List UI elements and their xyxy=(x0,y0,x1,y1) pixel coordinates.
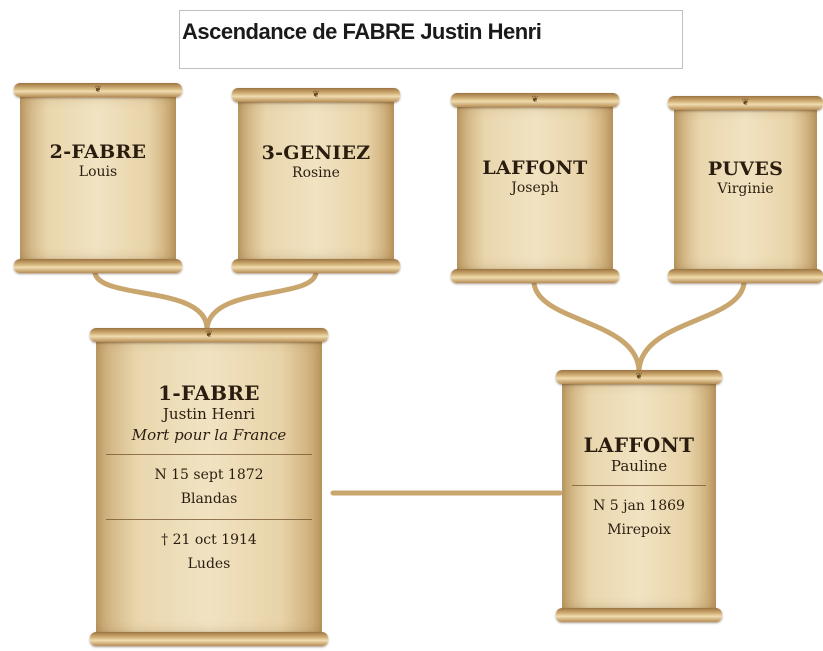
divider xyxy=(572,485,706,486)
ornament-icon: ❦ xyxy=(94,85,102,95)
person-card-1-fabre: ❦ 1-FABRE Justin Henri Mort pour la Fran… xyxy=(90,328,328,646)
death-place: Ludes xyxy=(187,556,231,572)
title-box: Ascendance de FABRE Justin Henri xyxy=(179,10,683,69)
page-title: Ascendance de FABRE Justin Henri xyxy=(182,19,542,44)
ornament-icon: ❦ xyxy=(312,90,320,100)
person-surname: PUVES xyxy=(707,158,784,180)
person-card-2-fabre: ❦ 2-FABRE Louis xyxy=(14,83,182,273)
connector-father-2 xyxy=(92,270,210,331)
person-given-name: Justin Henri xyxy=(162,405,256,423)
birth-place: Mirepoix xyxy=(607,522,671,538)
ornament-icon: ❦ xyxy=(741,98,750,108)
person-surname: 2-FABRE xyxy=(49,141,147,163)
person-surname: LAFFONT xyxy=(583,433,695,457)
person-given-name: Pauline xyxy=(610,457,668,475)
person-card-laffont-joseph: ❦ LAFFONT Joseph xyxy=(451,93,619,283)
person-surname: LAFFONT xyxy=(482,157,588,179)
birth-place: Blandas xyxy=(180,491,238,507)
divider xyxy=(106,519,312,520)
person-given-name: Virginie xyxy=(717,181,774,197)
person-note: Mort pour la France xyxy=(131,426,287,444)
divider xyxy=(106,454,312,455)
birth-date: N 15 sept 1872 xyxy=(154,467,264,483)
person-given-name: Louis xyxy=(78,164,118,180)
ornament-icon: ❦ xyxy=(635,372,643,382)
person-card-laffont-pauline: ❦ LAFFONT Pauline N 5 jan 1869 Mirepoix xyxy=(556,370,722,622)
person-card-puves-virginie: ❦ PUVES Virginie xyxy=(668,96,823,283)
connector-mother-puves xyxy=(636,280,747,373)
ornament-icon: ❦ xyxy=(205,330,213,340)
person-surname: 1-FABRE xyxy=(158,381,260,405)
person-card-3-geniez: ❦ 3-GENIEZ Rosine xyxy=(232,88,400,273)
connector-mother-3 xyxy=(204,270,319,331)
death-date: † 21 oct 1914 xyxy=(161,532,257,548)
birth-date: N 5 jan 1869 xyxy=(593,498,685,514)
connector-father-laffont xyxy=(531,280,642,373)
person-given-name: Joseph xyxy=(511,180,559,196)
person-surname: 3-GENIEZ xyxy=(261,142,371,164)
person-given-name: Rosine xyxy=(292,165,340,181)
ornament-icon: ❦ xyxy=(531,95,539,105)
